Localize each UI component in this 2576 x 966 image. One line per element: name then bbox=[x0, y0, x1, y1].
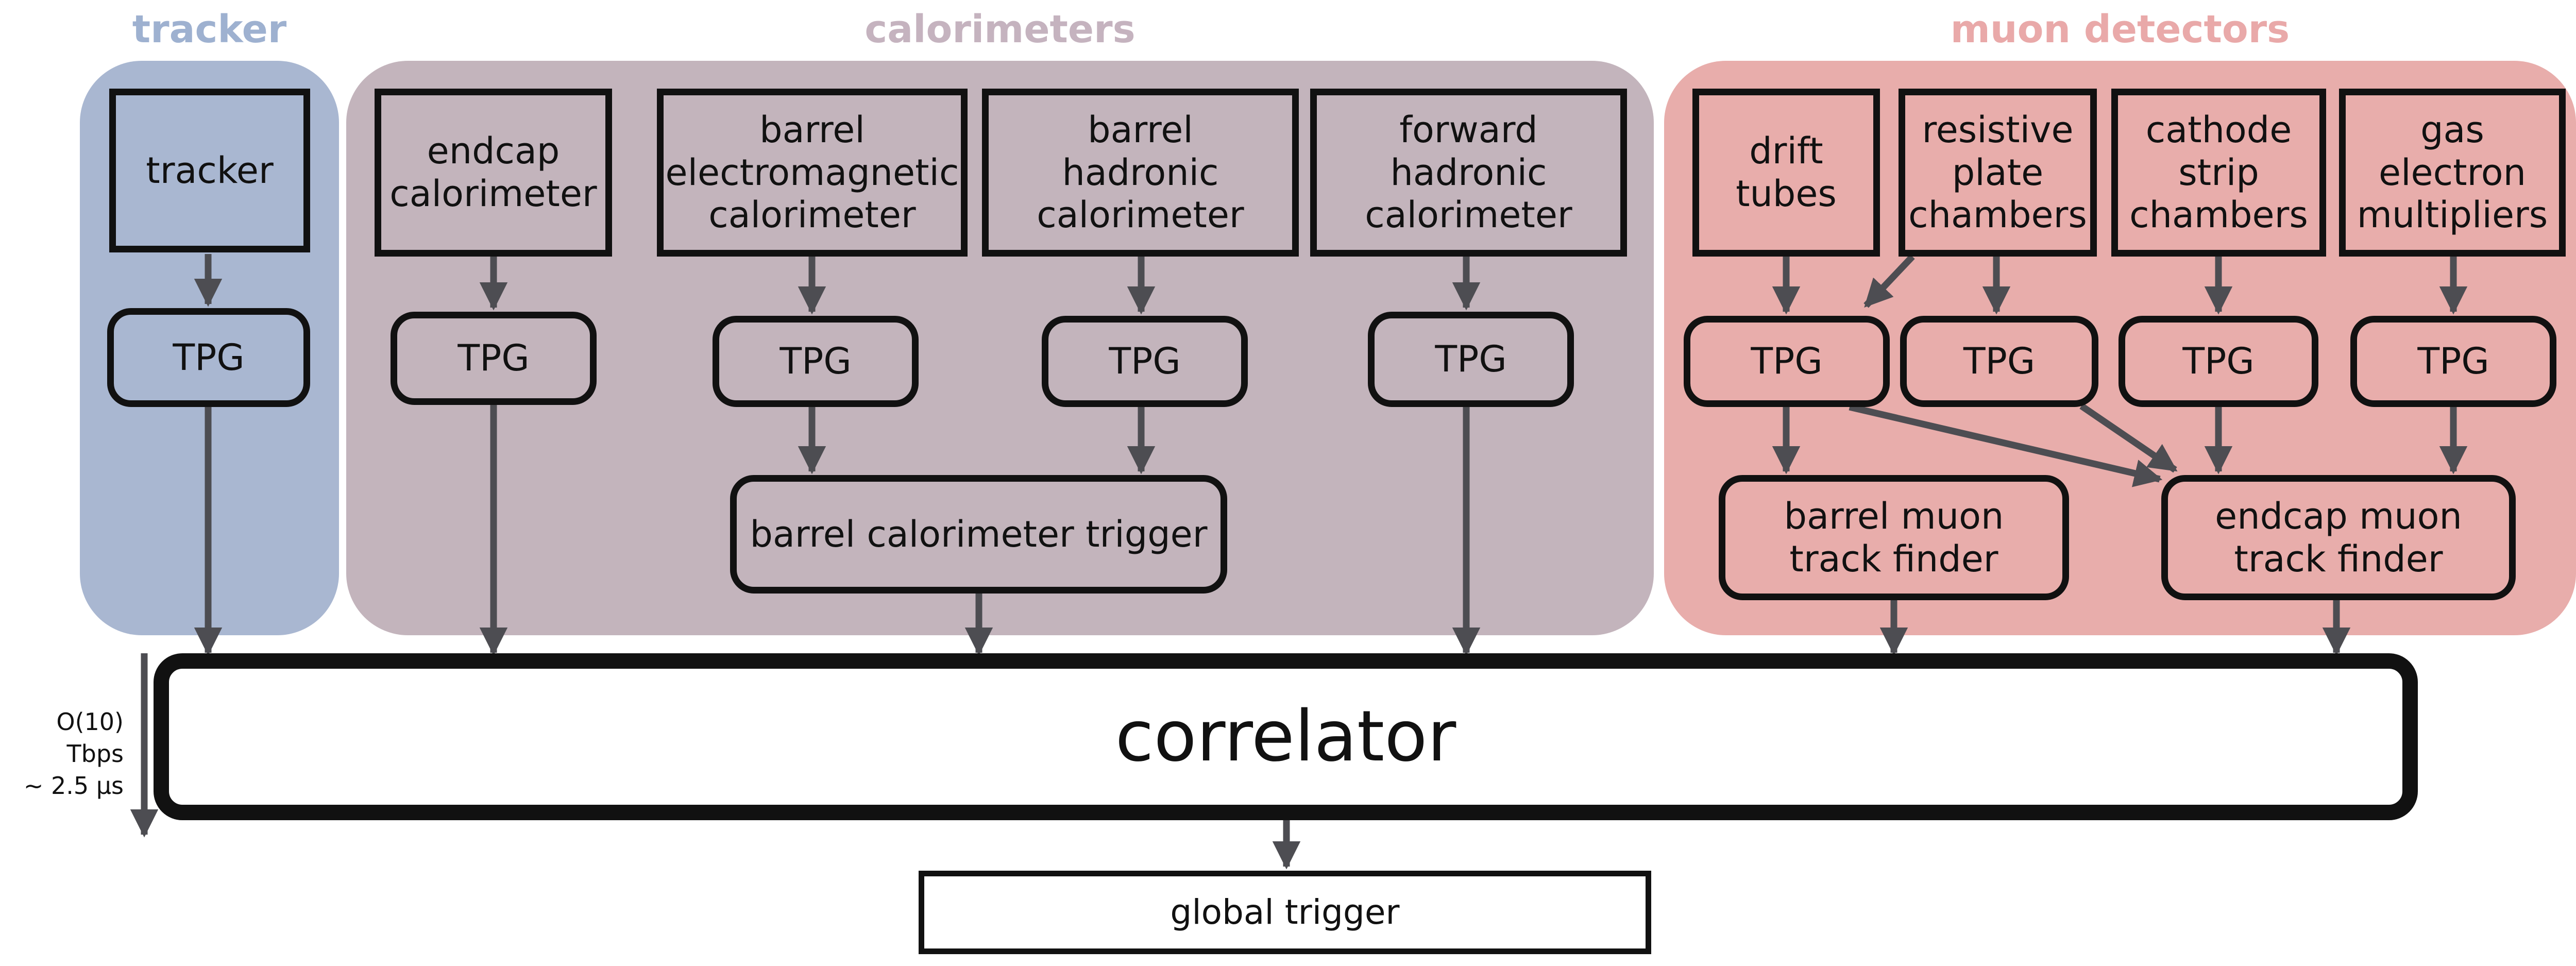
csc-tpg: TPG bbox=[2119, 316, 2318, 407]
csc-label: cathode strip chambers bbox=[2129, 109, 2308, 236]
drift-tubes-box: drift tubes bbox=[1692, 89, 1880, 257]
arrow-rpc-to-dt-tpg bbox=[1863, 254, 1915, 308]
csc-tpg-label: TPG bbox=[2182, 340, 2255, 383]
endcap-calorimeter-label: endcap calorimeter bbox=[389, 130, 597, 215]
endcap-calorimeter-tpg-label: TPG bbox=[457, 337, 530, 380]
gem-tpg: TPG bbox=[2350, 316, 2556, 407]
calorimeters-group-title: calorimeters bbox=[865, 7, 1136, 52]
forward-hadronic-calorimeter-box: forward hadronic calorimeter bbox=[1310, 89, 1627, 257]
correlator: correlator bbox=[154, 653, 2418, 820]
barrel-em-calorimeter-label: barrel electromagnetic calorimeter bbox=[665, 109, 959, 236]
forward-hadronic-calorimeter-label: forward hadronic calorimeter bbox=[1365, 109, 1572, 236]
tracker-tpg-label: TPG bbox=[173, 336, 245, 379]
barrel-hadronic-tpg: TPG bbox=[1042, 316, 1248, 407]
tracker-box: tracker bbox=[109, 89, 310, 252]
barrel-calorimeter-trigger: barrel calorimeter trigger bbox=[730, 475, 1227, 594]
drift-tubes-tpg-label: TPG bbox=[1751, 340, 1823, 383]
global-trigger: global trigger bbox=[919, 871, 1651, 954]
rpc-box: resistive plate chambers bbox=[1899, 89, 2097, 257]
global-trigger-label: global trigger bbox=[1170, 892, 1400, 933]
rpc-tpg-label: TPG bbox=[1963, 340, 2036, 383]
csc-box: cathode strip chambers bbox=[2111, 89, 2326, 257]
barrel-muon-track-finder: barrel muon track finder bbox=[1719, 475, 2069, 600]
arrow-dt-tpg-to-endcap-muon-tf bbox=[1849, 403, 2163, 487]
barrel-em-tpg-label: TPG bbox=[779, 340, 852, 383]
rpc-tpg: TPG bbox=[1900, 316, 2098, 407]
gem-tpg-label: TPG bbox=[2417, 340, 2489, 383]
endcap-calorimeter-tpg: TPG bbox=[391, 312, 597, 405]
tracker-label: tracker bbox=[146, 149, 274, 192]
forward-hadronic-tpg-label: TPG bbox=[1435, 338, 1507, 381]
barrel-hadronic-calorimeter-label: barrel hadronic calorimeter bbox=[1037, 109, 1244, 236]
drift-tubes-label: drift tubes bbox=[1736, 130, 1837, 215]
endcap-muon-track-finder: endcap muon track finder bbox=[2161, 475, 2516, 600]
tracker-group-title: tracker bbox=[132, 7, 287, 52]
barrel-em-calorimeter-box: barrel electromagnetic calorimeter bbox=[657, 89, 968, 257]
arrow-rpc-tpg-to-endcap-muon-tf bbox=[2079, 403, 2178, 473]
barrel-em-tpg: TPG bbox=[713, 316, 919, 407]
endcap-muon-track-finder-label: endcap muon track finder bbox=[2215, 495, 2462, 580]
gem-label: gas electron multipliers bbox=[2357, 109, 2548, 236]
barrel-hadronic-calorimeter-box: barrel hadronic calorimeter bbox=[982, 89, 1299, 257]
gem-box: gas electron multipliers bbox=[2339, 89, 2566, 257]
correlator-label: correlator bbox=[1115, 696, 1456, 777]
rpc-label: resistive plate chambers bbox=[1908, 109, 2087, 236]
drift-tubes-tpg: TPG bbox=[1684, 316, 1890, 407]
barrel-muon-track-finder-label: barrel muon track finder bbox=[1784, 495, 2004, 580]
barrel-hadronic-tpg-label: TPG bbox=[1109, 340, 1181, 383]
bandwidth-latency-label: O(10) Tbps ~ 2.5 μs bbox=[23, 708, 124, 800]
muon-detectors-group-title: muon detectors bbox=[1950, 7, 2290, 52]
barrel-calorimeter-trigger-label: barrel calorimeter trigger bbox=[750, 513, 1208, 555]
endcap-calorimeter-box: endcap calorimeter bbox=[375, 89, 612, 257]
tracker-tpg: TPG bbox=[107, 308, 310, 407]
forward-hadronic-tpg: TPG bbox=[1368, 312, 1574, 407]
